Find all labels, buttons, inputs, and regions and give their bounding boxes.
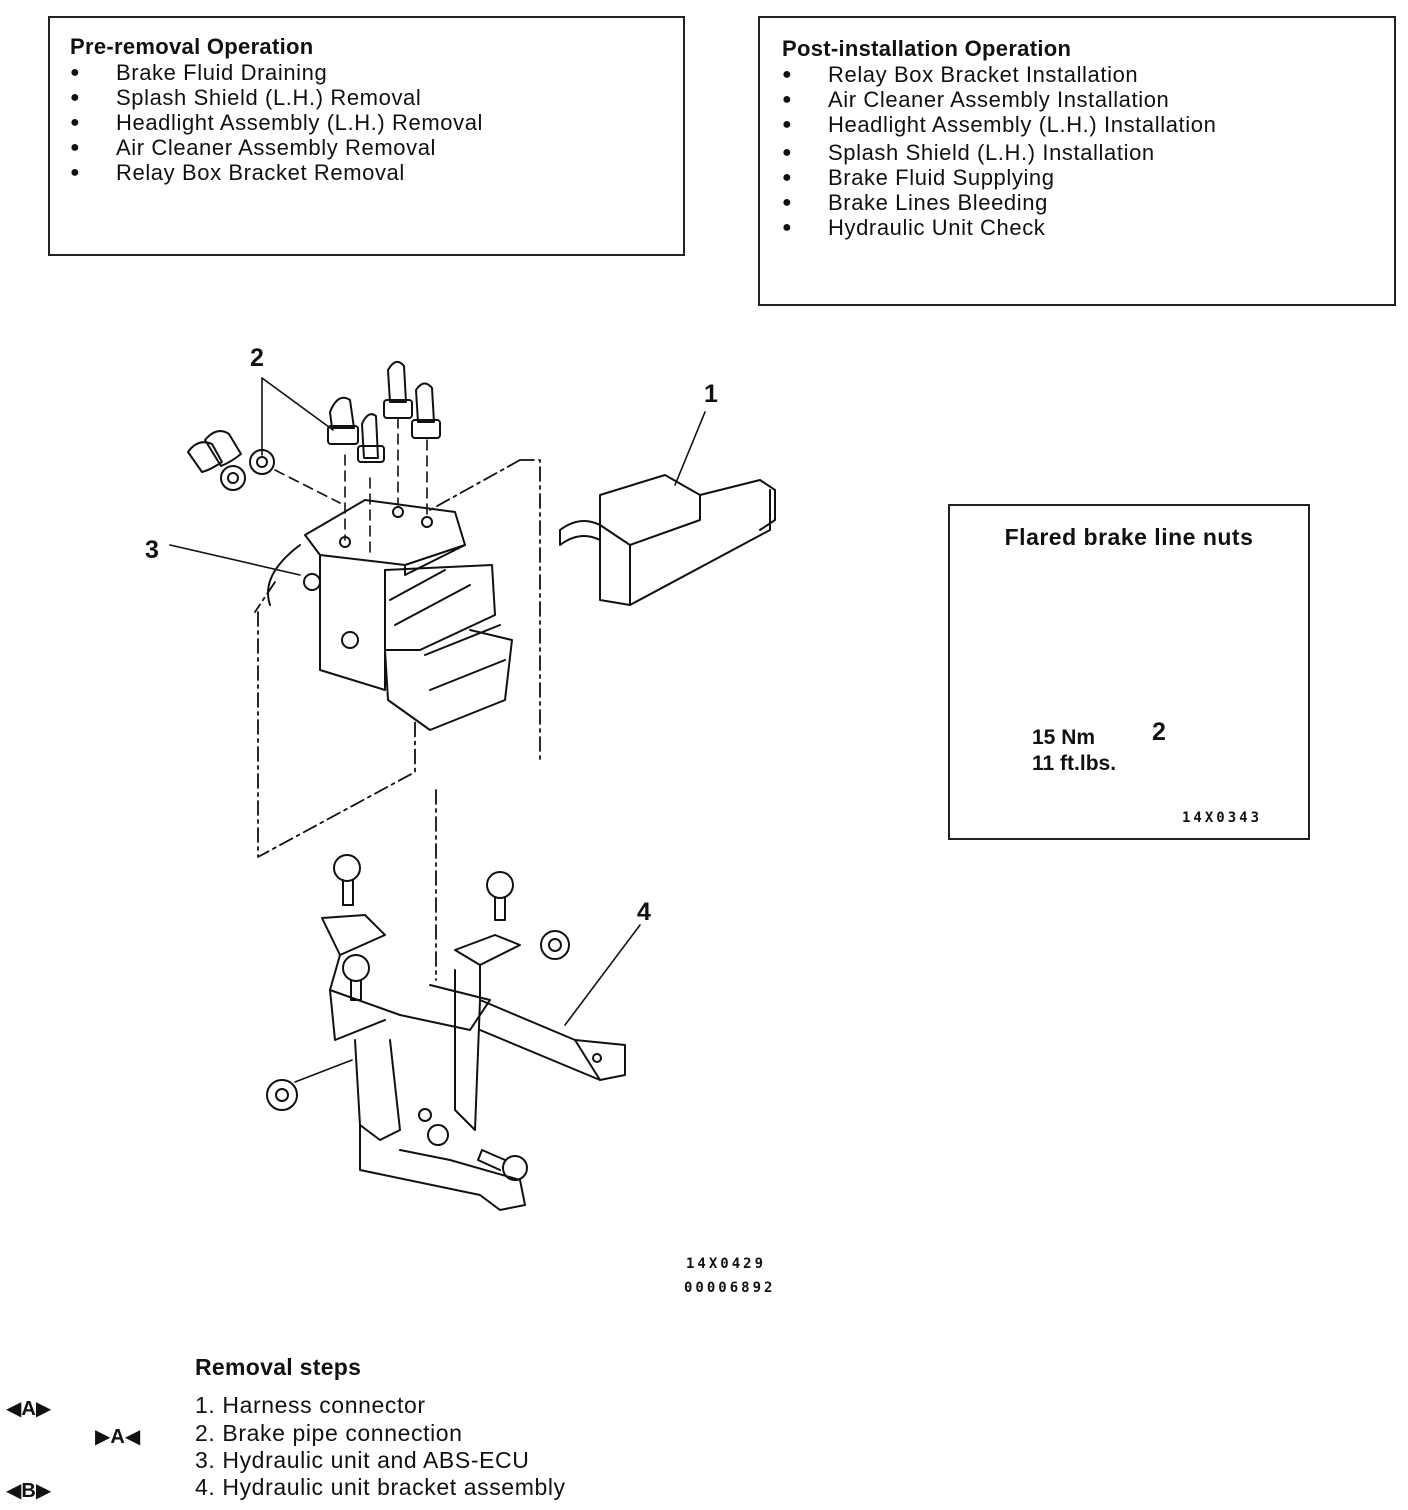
brake-pipe-fittings [187,360,441,491]
removal-step: 3. Hydraulic unit and ABS-ECU [195,1447,530,1473]
list-item: ●Air Cleaner Assembly Removal [70,135,437,160]
torque-nm: 15 Nm [1032,726,1096,749]
post-installation-title: Post-installation Operation [782,36,1072,61]
inset-title: Flared brake line nuts [1004,524,1254,550]
torque-ftlbs: 11 ft.lbs. [1032,752,1117,775]
hydraulic-unit-block [267,499,513,731]
list-item: ●Relay Box Bracket Removal [70,160,405,185]
post-installation-operation-box: Post-installation Operation ●Relay Box B… [758,16,1396,306]
callout-3: 3 [145,536,159,564]
bullet-icon: ● [70,89,81,106]
bolt-icon [333,854,361,906]
list-item: ●Splash Shield (L.H.) Removal [70,85,422,110]
removal-step: 4. Hydraulic unit bracket assembly [195,1474,566,1500]
callout-2: 2 [1152,718,1166,746]
nut-icon [266,1079,298,1111]
list-item: ●Headlight Assembly (L.H.) Removal [70,110,484,135]
phantom-outline [254,459,541,981]
post-installation-list: ●Relay Box Bracket Installation ●Air Cle… [782,62,1394,240]
pre-removal-title: Pre-removal Operation [70,34,314,59]
pre-removal-list: ●Brake Fluid Draining ●Splash Shield (L.… [70,60,683,185]
list-item: ●Splash Shield (L.H.) Installation [782,140,1155,165]
bullet-icon: ● [782,144,793,161]
bullet-icon: ● [782,169,793,186]
list-item: ●Hydraulic Unit Check [782,215,1046,240]
service-mark-b-icon: ◀B▶ [6,1480,52,1502]
list-item: ●Brake Fluid Draining [70,60,328,85]
bolt-icon [342,954,370,1001]
bullet-icon: ● [782,91,793,108]
removal-step: 2. Brake pipe connection [195,1420,463,1446]
list-item: ●Brake Lines Bleeding [782,190,1048,215]
alignment-lines [274,417,428,556]
bolt-icon [477,1149,528,1181]
pre-removal-operation-box: Pre-removal Operation ●Brake Fluid Drain… [48,16,685,256]
service-mark-a-icon: ◀A▶ [6,1398,52,1420]
bullet-icon: ● [70,114,81,131]
list-item: ●Air Cleaner Assembly Installation [782,87,1170,112]
flared-brake-line-nuts-inset: Flared brake line nuts 2 15 Nm 11 ft.lbs… [948,504,1310,840]
bullet-icon: ● [70,64,81,81]
bullet-icon: ● [782,116,793,133]
bullet-icon: ● [70,164,81,181]
callout-2: 2 [250,344,264,372]
callout-4: 4 [637,898,651,926]
bracket-assembly [321,914,626,1211]
nut-icon [540,930,570,960]
list-item: ●Relay Box Bracket Installation [782,62,1139,87]
bolt-icon [486,871,514,921]
bolts-and-nuts [266,854,570,1181]
nut-icon [427,1124,449,1146]
inset-code: 14X0343 [1182,810,1263,826]
bullet-icon: ● [70,139,81,156]
removal-steps-title: Removal steps [195,1354,362,1380]
bullet-icon: ● [782,194,793,211]
list-item: ●Headlight Assembly (L.H.) Installation [782,112,1217,137]
figure-code: 00006892 [684,1280,776,1296]
list-item: ●Brake Fluid Supplying [782,165,1055,190]
bullet-icon: ● [782,219,793,236]
removal-step: 1. Harness connector [195,1392,426,1418]
figure-code: 14X0429 [686,1256,767,1272]
callout-1: 1 [704,380,718,408]
harness-connector [559,474,776,606]
service-mark-a-install-icon: ▶A◀ [95,1426,141,1448]
bullet-icon: ● [782,66,793,83]
